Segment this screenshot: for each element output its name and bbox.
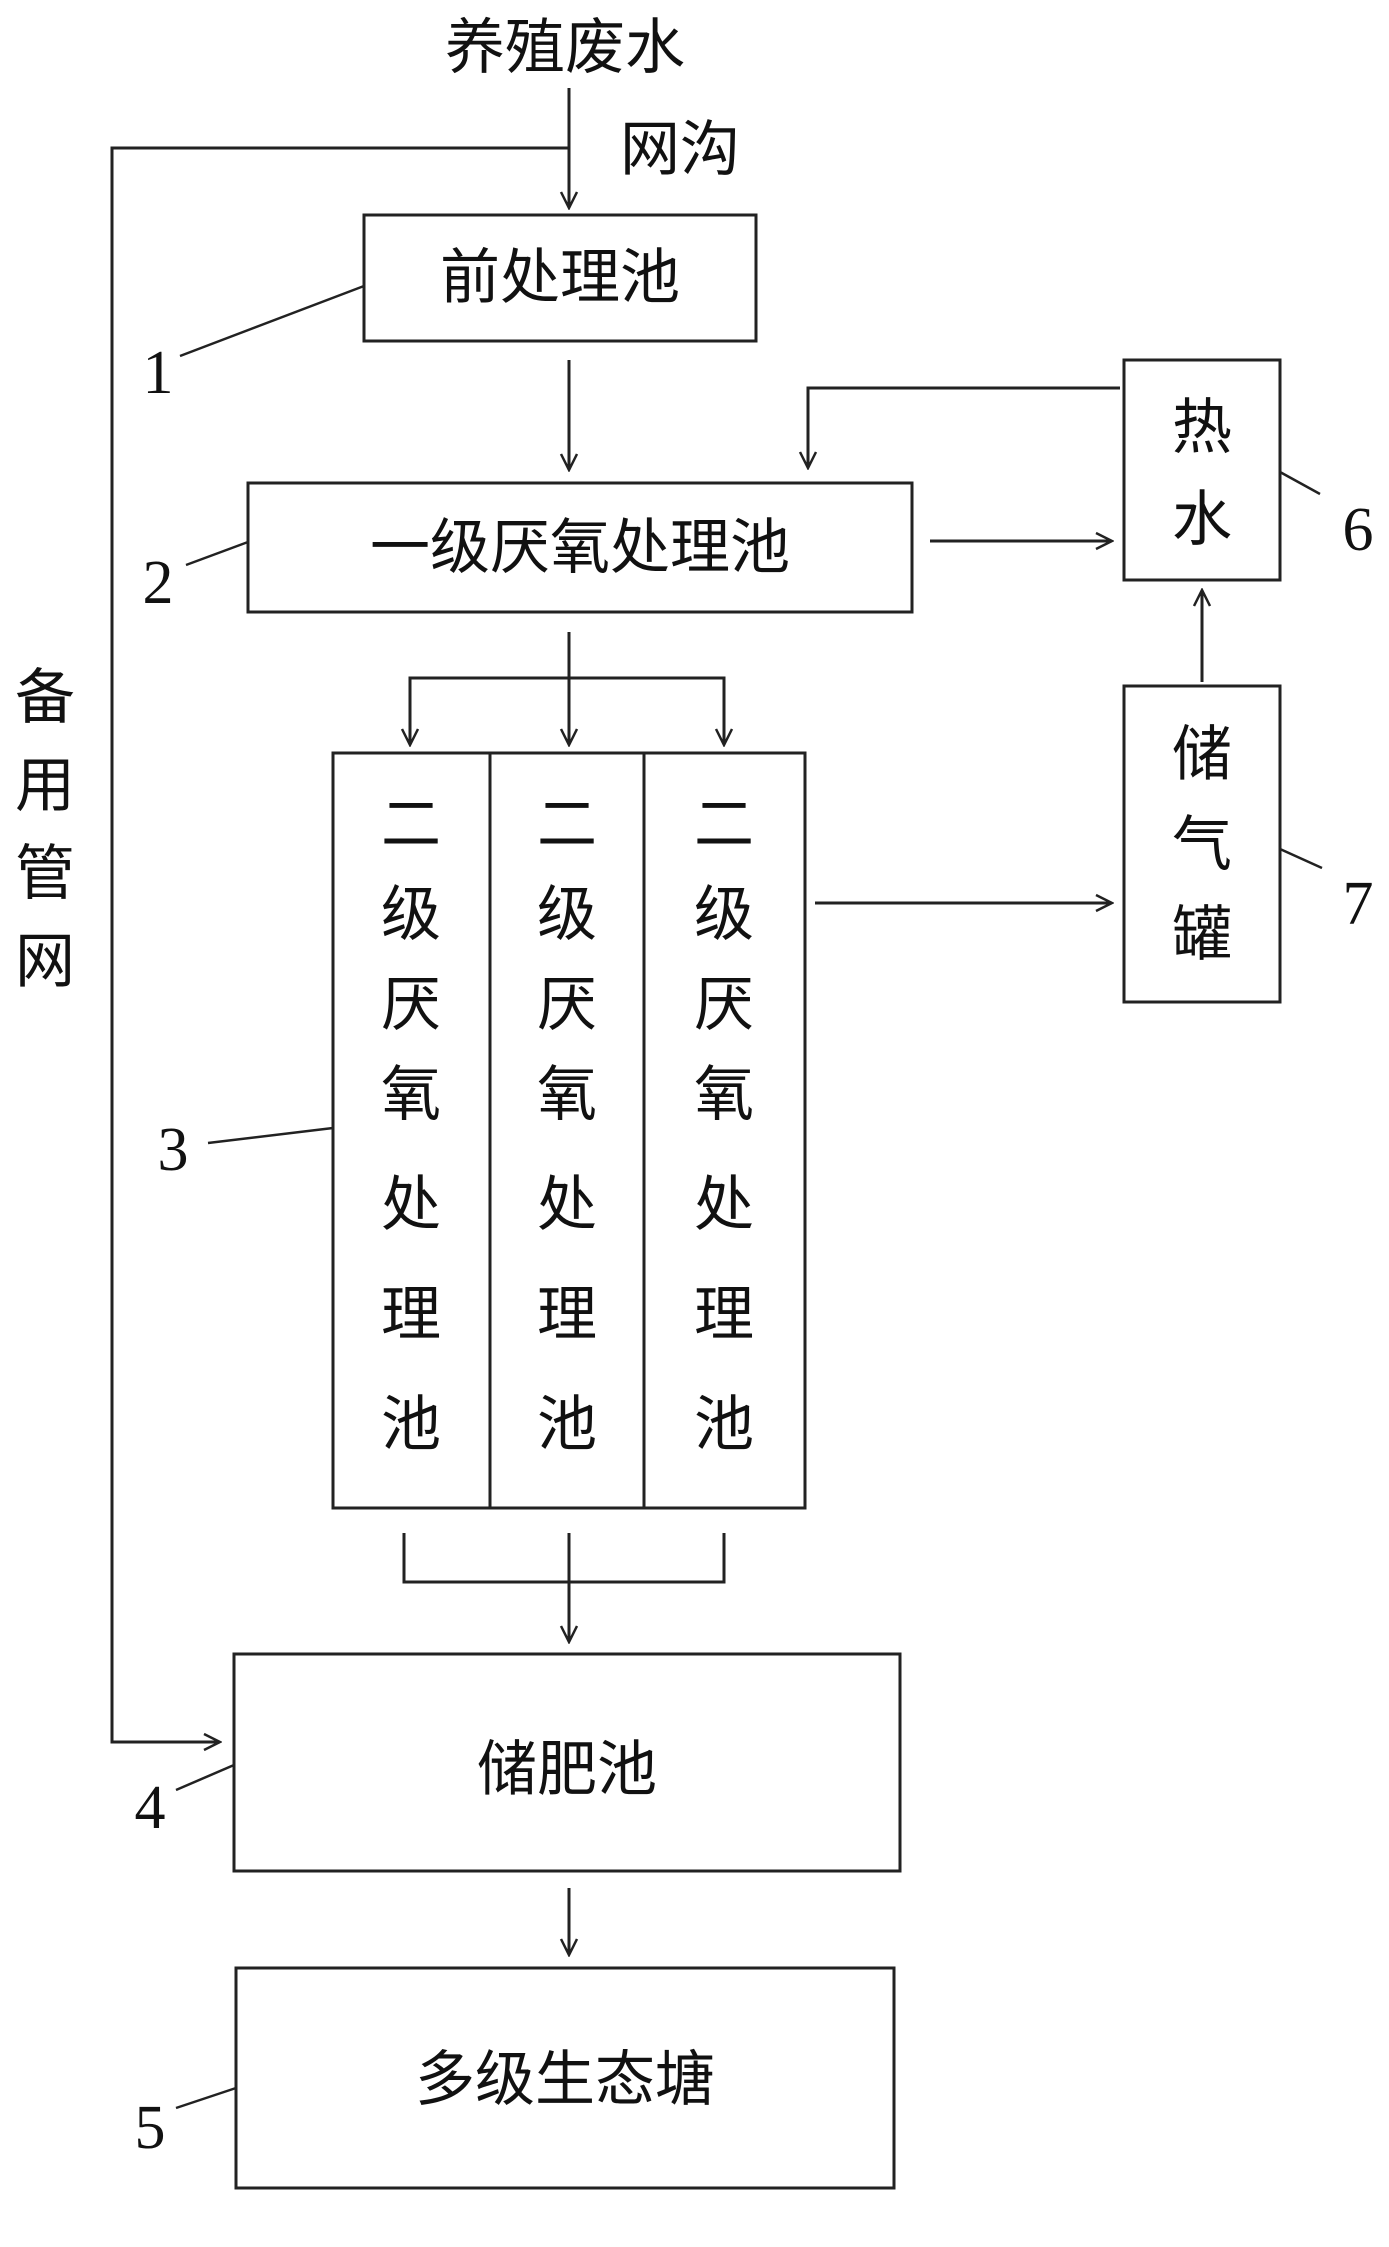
svg-text:氧: 氧 <box>694 1060 754 1130</box>
callout-line-5 <box>175 2086 237 2110</box>
backup-pipe-label: 备 用 管 网 <box>15 663 75 997</box>
svg-text:池: 池 <box>694 1390 754 1460</box>
callout-number-1: 1 <box>143 339 174 407</box>
gas-tank-label-2: 气 <box>1172 810 1232 880</box>
eco-ponds-box <box>234 1966 896 2190</box>
svg-text:级: 级 <box>381 880 441 950</box>
fertilizer-storage-pool-box <box>232 1652 902 1873</box>
primary-anaerobic-pool-label: 一级厌氧处理池 <box>370 513 790 583</box>
arrow-to-secondary-left <box>410 676 569 745</box>
gas-tank-label-1: 储 <box>1172 720 1232 790</box>
svg-text:池: 池 <box>381 1390 441 1460</box>
callout-line-3 <box>207 1126 334 1145</box>
callout-number-6: 6 <box>1343 496 1374 564</box>
callout-number-3: 3 <box>158 1116 189 1184</box>
backup-pipe-line <box>110 146 569 1742</box>
inflow-channel-label: 网沟 <box>620 115 740 185</box>
callout-line-7 <box>1279 847 1323 870</box>
gas-storage-tank-box <box>1122 684 1282 1004</box>
inflow-label: 养殖废水 <box>445 13 685 83</box>
primary-anaerobic-pool-box <box>246 481 914 614</box>
svg-text:氧: 氧 <box>381 1060 441 1130</box>
svg-text:备: 备 <box>15 663 75 733</box>
svg-text:二: 二 <box>694 790 754 860</box>
hot-water-box <box>1122 358 1282 582</box>
svg-text:理: 理 <box>537 1280 597 1350</box>
secondary-anaerobic-pools-box <box>331 751 807 1510</box>
secondary-anaerobic-pool-c: 二 级 厌 氧 处 理 池 <box>694 790 754 1460</box>
callout-line-6 <box>1279 470 1321 496</box>
svg-text:理: 理 <box>694 1280 754 1350</box>
eco-ponds-label: 多级生态塘 <box>415 2045 715 2115</box>
svg-text:氧: 氧 <box>537 1060 597 1130</box>
svg-text:厌: 厌 <box>537 970 597 1040</box>
callout-number-5: 5 <box>135 2094 166 2162</box>
hot-water-label-1: 热 <box>1172 393 1232 463</box>
fertilizer-storage-pool-label: 储肥池 <box>477 1735 657 1805</box>
svg-text:处: 处 <box>537 1170 597 1240</box>
svg-text:厌: 厌 <box>694 970 754 1040</box>
secondary-anaerobic-pool-b: 二 级 厌 氧 处 理 池 <box>537 790 597 1460</box>
callout-line-2 <box>185 540 249 567</box>
callout-number-4: 4 <box>135 1774 166 1842</box>
svg-text:处: 处 <box>381 1170 441 1240</box>
svg-text:管: 管 <box>15 839 75 909</box>
svg-text:用: 用 <box>15 751 75 821</box>
collector-bracket <box>402 1533 726 1584</box>
svg-text:厌: 厌 <box>381 970 441 1040</box>
svg-text:级: 级 <box>694 880 754 950</box>
svg-text:池: 池 <box>537 1390 597 1460</box>
arrow-to-secondary-right <box>569 676 724 745</box>
pre-treatment-pool-label: 前处理池 <box>440 243 680 313</box>
callout-line-4 <box>175 1763 235 1792</box>
svg-text:处: 处 <box>694 1170 754 1240</box>
svg-text:级: 级 <box>537 880 597 950</box>
svg-text:二: 二 <box>381 790 441 860</box>
svg-text:二: 二 <box>537 790 597 860</box>
svg-text:理: 理 <box>381 1280 441 1350</box>
pre-treatment-pool-box <box>362 213 758 343</box>
callout-number-2: 2 <box>143 549 174 617</box>
callout-line-1 <box>179 284 365 358</box>
callout-number-7: 7 <box>1343 870 1374 938</box>
secondary-anaerobic-pool-a: 二 级 厌 氧 处 理 池 <box>381 790 441 1460</box>
gas-tank-label-3: 罐 <box>1172 900 1232 970</box>
arrow-hot-water-to-primary <box>808 386 1120 468</box>
hot-water-label-2: 水 <box>1172 485 1232 555</box>
svg-text:网: 网 <box>15 927 75 997</box>
